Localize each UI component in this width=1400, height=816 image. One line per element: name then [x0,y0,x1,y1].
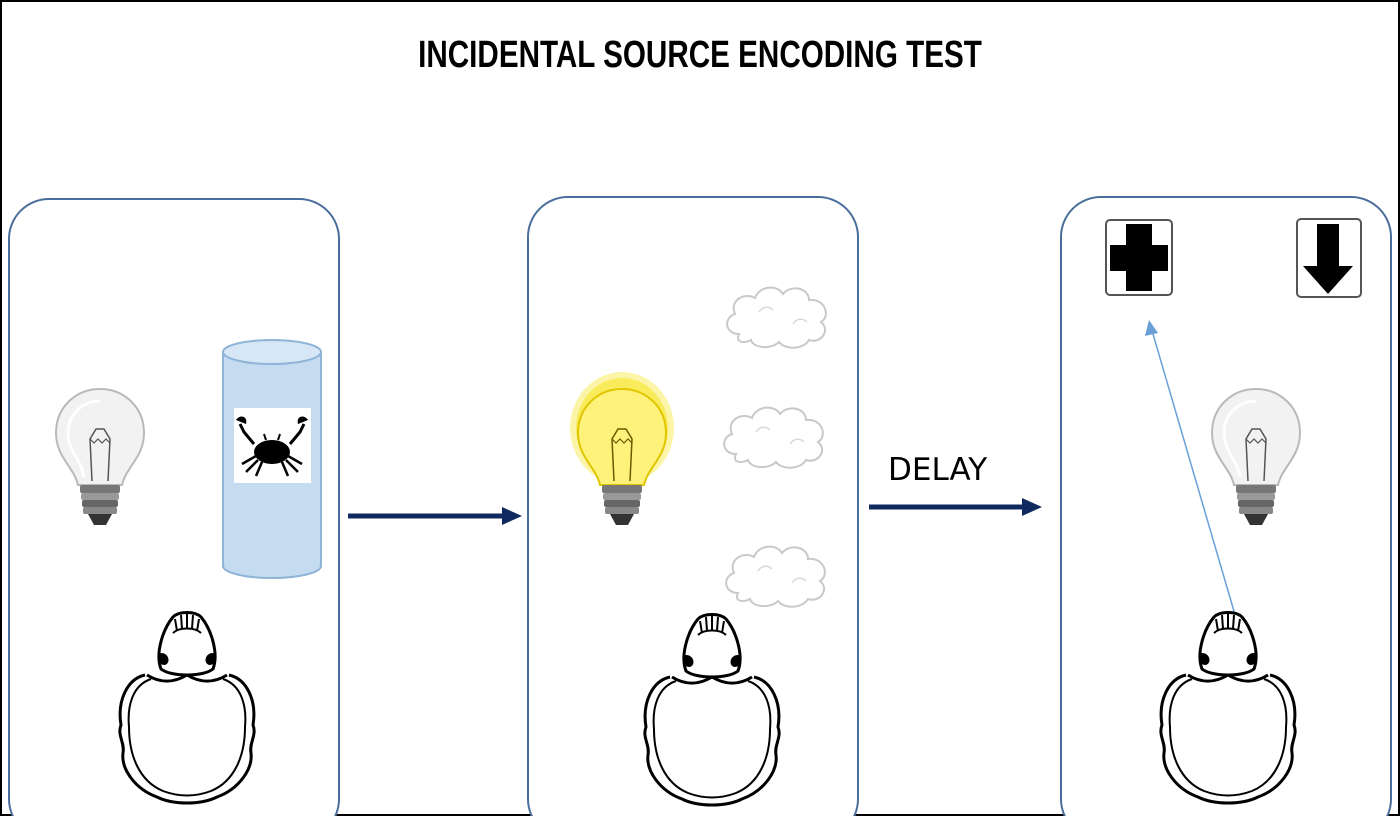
panel-3 [1060,196,1392,816]
choice-pointer-arrow [1145,320,1239,626]
panel-1 [8,198,340,816]
lit-light-bulb-icon [570,372,674,525]
down-arrow-symbol-icon [1296,218,1362,298]
crab-icon [234,408,311,483]
delay-label: DELAY [888,452,988,488]
diagram-title: INCIDENTAL SOURCE ENCODING TEST [418,34,982,76]
cross-symbol-icon [1105,219,1173,296]
panel-2 [527,196,859,816]
flow-arrow-1 [348,507,522,525]
delay-arrow [869,498,1042,516]
